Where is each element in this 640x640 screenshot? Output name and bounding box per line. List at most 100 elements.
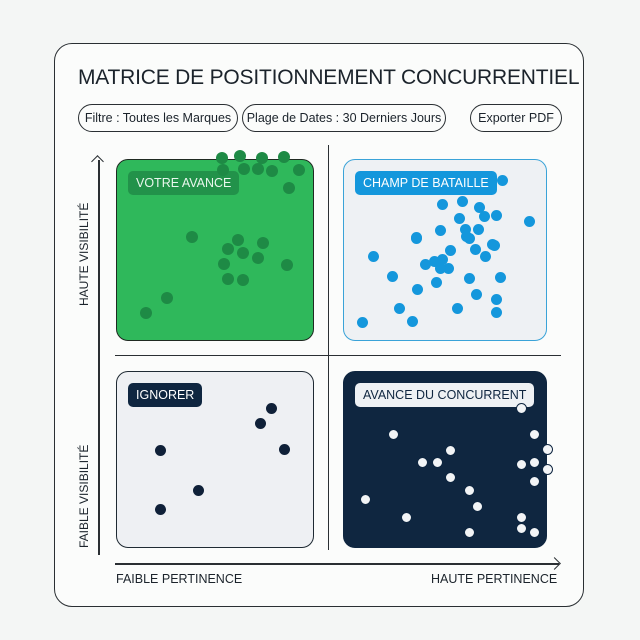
data-point-votre-avance[interactable] bbox=[186, 231, 198, 243]
data-point-champ-de-bataille[interactable] bbox=[356, 316, 368, 328]
data-point-avance-du-concurrent[interactable] bbox=[444, 444, 456, 456]
quadrant-label-votre-avance: VOTRE AVANCE bbox=[128, 171, 240, 195]
data-point-votre-avance[interactable] bbox=[218, 258, 230, 270]
data-point-votre-avance[interactable] bbox=[237, 247, 249, 259]
quadrant-label-avance-du-concurrent: AVANCE DU CONCURRENT bbox=[355, 383, 535, 407]
vertical-divider bbox=[328, 145, 330, 550]
quadrant-ignorer[interactable]: IGNORER bbox=[116, 371, 314, 548]
data-point-champ-de-bataille[interactable] bbox=[469, 243, 481, 255]
data-point-champ-de-bataille[interactable] bbox=[496, 174, 508, 186]
data-point-votre-avance[interactable] bbox=[238, 163, 250, 175]
data-point-avance-du-concurrent[interactable] bbox=[471, 500, 483, 512]
data-point-champ-de-bataille[interactable] bbox=[393, 302, 405, 314]
data-point-avance-du-concurrent[interactable] bbox=[463, 526, 475, 538]
data-point-votre-avance[interactable] bbox=[161, 292, 173, 304]
data-point-champ-de-bataille[interactable] bbox=[478, 210, 490, 222]
data-point-champ-de-bataille[interactable] bbox=[456, 195, 468, 207]
data-point-avance-du-concurrent[interactable] bbox=[416, 456, 428, 468]
data-point-champ-de-bataille[interactable] bbox=[470, 288, 482, 300]
data-point-avance-du-concurrent[interactable] bbox=[359, 493, 371, 505]
brand-filter-button[interactable]: Filtre : Toutes les Marques bbox=[78, 104, 238, 132]
data-point-champ-de-bataille[interactable] bbox=[463, 272, 475, 284]
data-point-votre-avance[interactable] bbox=[237, 274, 249, 286]
data-point-votre-avance[interactable] bbox=[140, 307, 152, 319]
data-point-votre-avance[interactable] bbox=[293, 164, 305, 176]
data-point-champ-de-bataille[interactable] bbox=[410, 232, 422, 244]
data-point-champ-de-bataille[interactable] bbox=[453, 212, 465, 224]
quadrant-label-champ-de-bataille: CHAMP DE BATAILLE bbox=[355, 171, 497, 195]
data-point-votre-avance[interactable] bbox=[256, 152, 268, 164]
data-point-champ-de-bataille[interactable] bbox=[419, 258, 431, 270]
data-point-champ-de-bataille[interactable] bbox=[490, 209, 502, 221]
data-point-champ-de-bataille[interactable] bbox=[436, 198, 448, 210]
data-point-champ-de-bataille[interactable] bbox=[488, 239, 500, 251]
data-point-avance-du-concurrent[interactable] bbox=[541, 463, 553, 475]
data-point-votre-avance[interactable] bbox=[281, 259, 293, 271]
data-point-votre-avance[interactable] bbox=[217, 164, 229, 176]
data-point-ignorer[interactable] bbox=[154, 503, 166, 515]
data-point-avance-du-concurrent[interactable] bbox=[528, 456, 540, 468]
data-point-votre-avance[interactable] bbox=[252, 252, 264, 264]
data-point-avance-du-concurrent[interactable] bbox=[528, 475, 540, 487]
data-point-champ-de-bataille[interactable] bbox=[490, 306, 502, 318]
data-point-champ-de-bataille[interactable] bbox=[451, 302, 463, 314]
x-axis-label-high: HAUTE PERTINENCE bbox=[431, 572, 558, 586]
data-point-votre-avance[interactable] bbox=[283, 182, 295, 194]
data-point-champ-de-bataille[interactable] bbox=[473, 201, 485, 213]
data-point-ignorer[interactable] bbox=[254, 417, 266, 429]
data-point-avance-du-concurrent[interactable] bbox=[541, 443, 553, 455]
data-point-votre-avance[interactable] bbox=[257, 237, 269, 249]
data-point-avance-du-concurrent[interactable] bbox=[400, 511, 412, 523]
data-point-champ-de-bataille[interactable] bbox=[411, 283, 423, 295]
data-point-champ-de-bataille[interactable] bbox=[463, 232, 475, 244]
data-point-champ-de-bataille[interactable] bbox=[472, 223, 484, 235]
y-axis-line bbox=[98, 160, 100, 555]
data-point-avance-du-concurrent[interactable] bbox=[463, 484, 475, 496]
data-point-ignorer[interactable] bbox=[192, 484, 204, 496]
data-point-votre-avance[interactable] bbox=[222, 243, 234, 255]
data-point-champ-de-bataille[interactable] bbox=[479, 250, 491, 262]
horizontal-divider bbox=[115, 355, 561, 357]
data-point-champ-de-bataille[interactable] bbox=[523, 215, 535, 227]
data-point-champ-de-bataille[interactable] bbox=[459, 223, 471, 235]
data-point-champ-de-bataille[interactable] bbox=[367, 250, 379, 262]
data-point-avance-du-concurrent[interactable] bbox=[528, 428, 540, 440]
data-point-avance-du-concurrent[interactable] bbox=[387, 428, 399, 440]
quadrant-label-ignorer: IGNORER bbox=[128, 383, 203, 407]
y-axis-label-high: HAUTE VISIBILITÉ bbox=[77, 202, 91, 306]
data-point-ignorer[interactable] bbox=[265, 402, 277, 414]
data-point-votre-avance[interactable] bbox=[266, 165, 278, 177]
data-point-champ-de-bataille[interactable] bbox=[444, 244, 456, 256]
data-point-champ-de-bataille[interactable] bbox=[494, 271, 506, 283]
quadrant-avance-du-concurrent[interactable]: AVANCE DU CONCURRENT bbox=[343, 371, 547, 548]
data-point-champ-de-bataille[interactable] bbox=[386, 270, 398, 282]
x-axis-line bbox=[115, 563, 559, 565]
data-point-votre-avance[interactable] bbox=[278, 151, 290, 163]
data-point-ignorer[interactable] bbox=[278, 443, 290, 455]
data-point-champ-de-bataille[interactable] bbox=[434, 224, 446, 236]
data-point-champ-de-bataille[interactable] bbox=[442, 262, 454, 274]
y-axis-label-low: FAIBLE VISIBILITÉ bbox=[77, 444, 91, 548]
data-point-avance-du-concurrent[interactable] bbox=[515, 522, 527, 534]
data-point-champ-de-bataille[interactable] bbox=[406, 315, 418, 327]
data-point-votre-avance[interactable] bbox=[232, 234, 244, 246]
data-point-votre-avance[interactable] bbox=[216, 152, 228, 164]
data-point-champ-de-bataille[interactable] bbox=[490, 293, 502, 305]
data-point-votre-avance[interactable] bbox=[234, 150, 246, 162]
data-point-avance-du-concurrent[interactable] bbox=[444, 471, 456, 483]
data-point-avance-du-concurrent[interactable] bbox=[515, 511, 527, 523]
data-point-champ-de-bataille[interactable] bbox=[428, 255, 440, 267]
data-point-champ-de-bataille[interactable] bbox=[436, 253, 448, 265]
page-title: MATRICE DE POSITIONNEMENT CONCURRENTIEL bbox=[78, 66, 580, 89]
export-pdf-button[interactable]: Exporter PDF bbox=[470, 104, 562, 132]
data-point-champ-de-bataille[interactable] bbox=[434, 262, 446, 274]
data-point-champ-de-bataille[interactable] bbox=[430, 276, 442, 288]
data-point-ignorer[interactable] bbox=[154, 444, 166, 456]
data-point-votre-avance[interactable] bbox=[222, 273, 234, 285]
date-range-button[interactable]: Plage de Dates : 30 Derniers Jours bbox=[242, 104, 446, 132]
data-point-avance-du-concurrent[interactable] bbox=[515, 458, 527, 470]
data-point-avance-du-concurrent[interactable] bbox=[528, 526, 540, 538]
data-point-votre-avance[interactable] bbox=[252, 163, 264, 175]
data-point-avance-du-concurrent[interactable] bbox=[515, 402, 527, 414]
data-point-avance-du-concurrent[interactable] bbox=[431, 456, 443, 468]
